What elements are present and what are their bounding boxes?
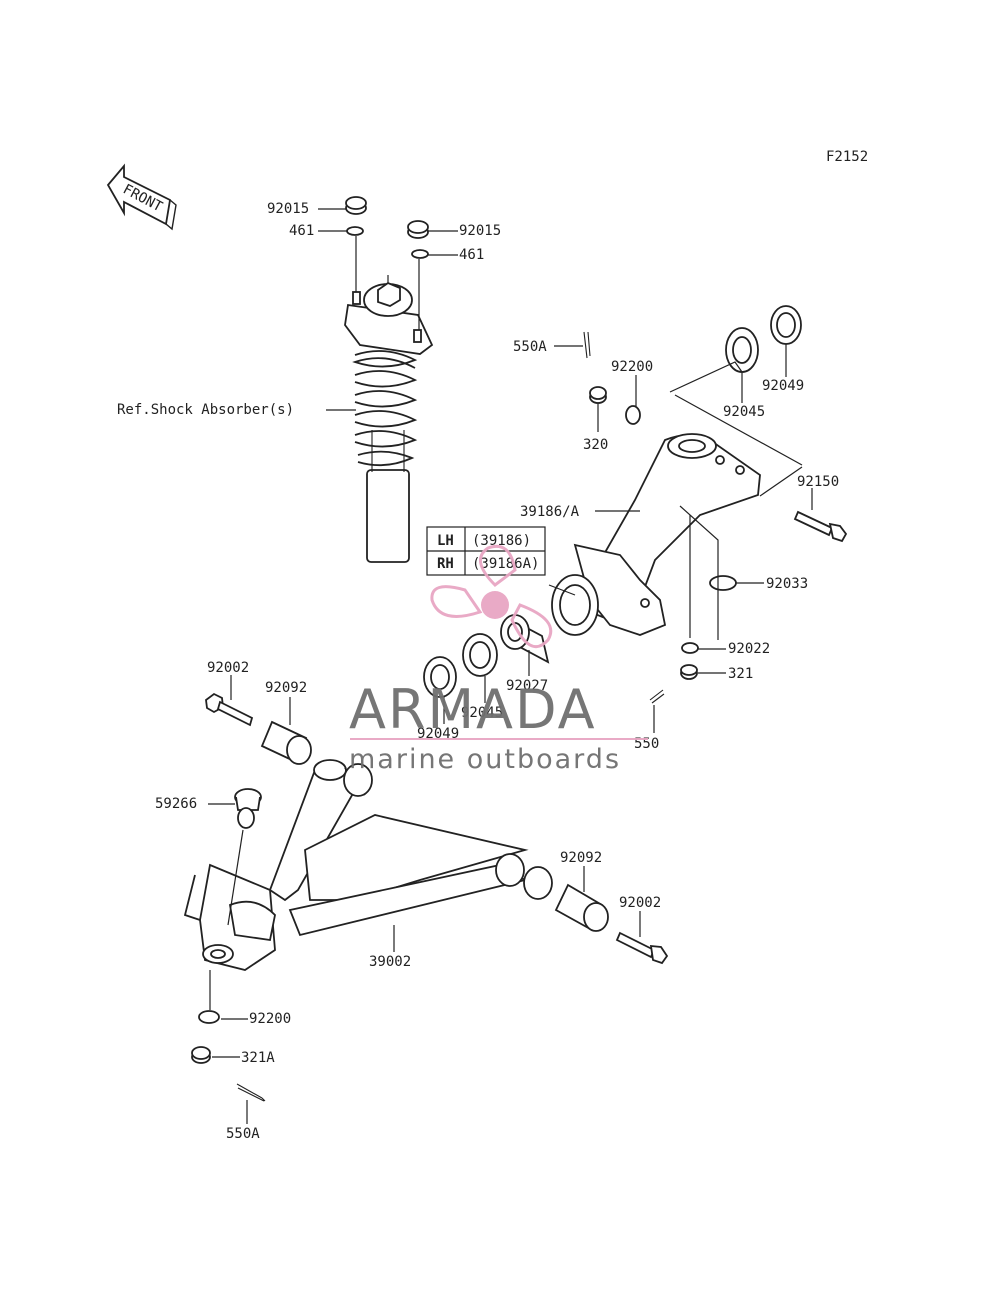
label-39002: 39002 (369, 954, 411, 970)
washer-92200-bottom-icon (198, 1010, 220, 1024)
washer-461-right-icon (411, 249, 429, 259)
label-550A-top: 550A (513, 339, 547, 355)
label-92015-left: 92015 (267, 201, 309, 217)
label-461-left: 461 (289, 223, 314, 239)
label-92200-top: 92200 (611, 359, 653, 375)
watermark-tagline: marine outboards (349, 744, 621, 775)
ball-joint-59266-icon (234, 788, 262, 829)
nut-321-icon (680, 664, 698, 680)
label-92002-right: 92002 (619, 895, 661, 911)
table-row-rh-side: RH (437, 556, 454, 572)
figure-id: F2152 (826, 149, 868, 165)
bolt-92002-right-icon (615, 931, 669, 965)
circlip-92033-icon (709, 575, 737, 591)
label-92045-top: 92045 (723, 404, 765, 420)
bolt-92150-icon (793, 510, 848, 543)
label-92150: 92150 (797, 474, 839, 490)
bolt-92002-left-icon (205, 692, 254, 727)
label-321: 321 (728, 666, 753, 682)
label-39186A: 39186/A (520, 504, 580, 520)
shock-absorber (344, 275, 434, 563)
washer-461-left-icon (346, 226, 364, 236)
label-shock-absorber-ref: Ref.Shock Absorber(s) (117, 402, 294, 418)
bearing-92045-top-icon (725, 327, 759, 373)
steering-knuckle (551, 433, 761, 636)
cotter-pin-550A-bottom-icon (236, 1083, 266, 1102)
cotter-pin-550A-top-icon (583, 331, 591, 359)
label-92002-left: 92002 (207, 660, 249, 676)
nut-92015-left-icon (345, 196, 367, 215)
label-461-right: 461 (459, 247, 484, 263)
label-92022: 92022 (728, 641, 770, 657)
washer-92022-icon (681, 642, 699, 654)
table-row-lh-side: LH (437, 533, 454, 549)
label-92015-right: 92015 (459, 223, 501, 239)
castle-nut-320-icon (589, 386, 607, 404)
a-arm-39002 (183, 759, 553, 971)
washer-92200-top-icon (625, 405, 641, 425)
label-92092-left: 92092 (265, 680, 307, 696)
leader-lines (208, 208, 813, 1124)
label-92045-bottom: 92045 (461, 705, 503, 721)
label-92092-right: 92092 (560, 850, 602, 866)
label-92027: 92027 (506, 678, 548, 694)
bushing-92092-right-icon (554, 883, 609, 932)
propeller-logo-icon (430, 544, 553, 649)
label-59266: 59266 (155, 796, 197, 812)
label-320: 320 (583, 437, 608, 453)
seal-92049-bottom-icon (423, 656, 457, 698)
spacer-92027-icon (500, 614, 550, 664)
label-92200-bottom: 92200 (249, 1011, 291, 1027)
seal-92049-top-icon (770, 305, 802, 345)
bearing-92045-bottom-icon (462, 633, 498, 677)
watermark-brand: ARMADA (349, 678, 597, 741)
table-row-lh-part: (39186) (472, 533, 531, 549)
label-321A: 321A (241, 1050, 275, 1066)
front-direction-arrow: FRONT (106, 163, 177, 231)
nut-321A-icon (191, 1046, 211, 1064)
label-92049-top: 92049 (762, 378, 804, 394)
armada-watermark: ARMADA marine outboards (349, 544, 648, 775)
nut-92015-right-icon (407, 220, 429, 239)
label-550A-bottom: 550A (226, 1126, 260, 1142)
bushing-92092-left-icon (260, 720, 312, 765)
cotter-pin-550-icon (649, 689, 665, 704)
table-row-rh-part: (39186A) (472, 556, 539, 572)
label-92033: 92033 (766, 576, 808, 592)
